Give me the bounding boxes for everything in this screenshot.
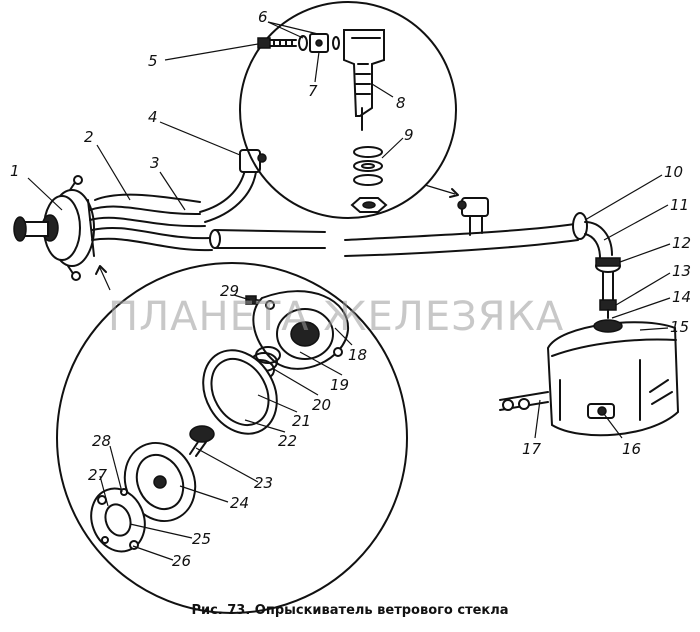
callout-16: 16	[622, 440, 641, 458]
long-hose	[209, 197, 613, 259]
callout-5: 5	[148, 52, 158, 70]
callout-1: 1	[10, 162, 20, 180]
watermark: ПЛАНЕТА ЖЕЛЕЗЯКА	[108, 294, 564, 340]
callout-28: 28	[92, 432, 111, 450]
pump-exploded-circle	[56, 262, 408, 614]
callout-26: 26	[172, 552, 191, 570]
figure-caption: Рис. 73. Опрыскиватель ветрового стекла	[191, 603, 509, 618]
callout-22: 22	[278, 432, 297, 450]
callout-2: 2	[84, 128, 94, 146]
callout-6: 6	[258, 8, 268, 26]
tubes-from-pump	[89, 193, 213, 252]
callout-7: 7	[308, 82, 318, 100]
leader-lines	[27, 21, 671, 561]
tube-to-nozzle-left	[199, 149, 267, 223]
callout-14: 14	[672, 288, 691, 306]
callout-24: 24	[230, 494, 249, 512]
callout-8: 8	[396, 94, 406, 112]
callout-29: 29	[220, 282, 239, 300]
nozzle-detail-circle	[239, 1, 459, 219]
callout-15: 15	[670, 318, 689, 336]
callout-20: 20	[312, 396, 331, 414]
callout-25: 25	[192, 530, 211, 548]
callout-3: 3	[150, 154, 160, 172]
reservoir	[499, 319, 680, 437]
callout-9: 9	[404, 126, 414, 144]
callout-4: 4	[148, 108, 158, 126]
callout-27: 27	[88, 466, 108, 484]
callout-11: 11	[670, 196, 689, 214]
callout-12: 12	[672, 234, 691, 252]
callout-10: 10	[664, 163, 683, 181]
callout-17: 17	[522, 440, 542, 458]
pump-assembly	[13, 175, 95, 281]
callout-19: 19	[330, 376, 349, 394]
callout-18: 18	[348, 346, 367, 364]
callout-numbers: 1 2 3 4 5 6 7 8 9 10 11 12 13 14 15 16 1…	[10, 8, 691, 570]
callout-13: 13	[672, 262, 691, 280]
intake-tube	[595, 257, 621, 319]
callout-23: 23	[254, 474, 273, 492]
callout-21: 21	[292, 412, 311, 430]
